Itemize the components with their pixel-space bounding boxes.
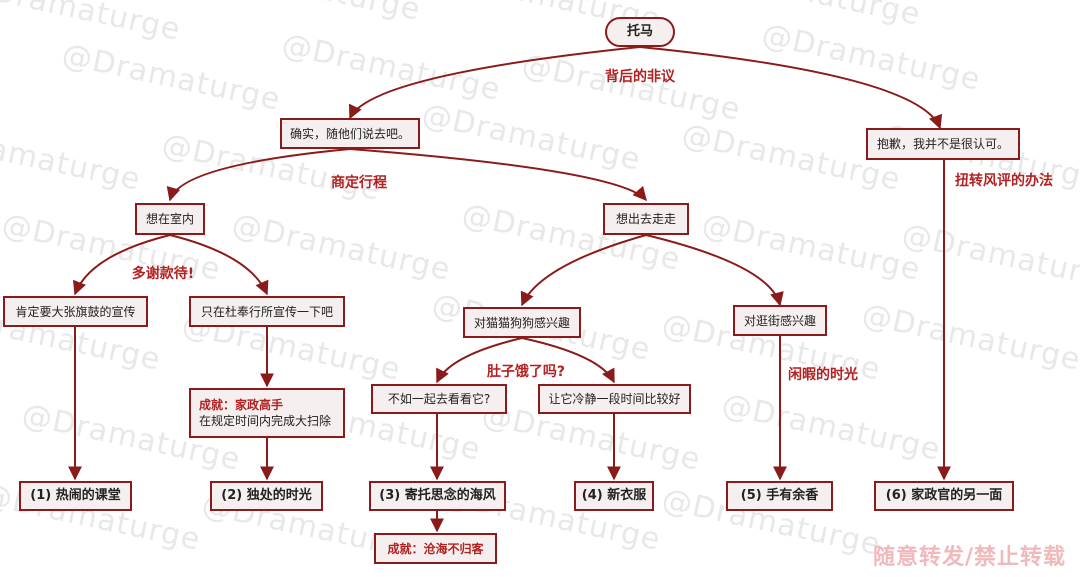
- node-promote-big: 肯定要大张旗鼓的宣传: [3, 296, 148, 327]
- label-hospitality: 多谢款待!: [131, 266, 195, 282]
- footer-copyright-text: 随意转发/禁止转载: [872, 545, 1066, 570]
- node-disagree: 抱歉，我并不是很认可。: [866, 128, 1020, 160]
- label-gossip: 背后的非议: [605, 69, 675, 85]
- edge-agree-indoor: [166, 148, 351, 202]
- edge-cats-calm: [521, 337, 615, 384]
- node-ending-5: (5) 手有余香: [726, 481, 833, 511]
- edge-root-disagree: [639, 46, 943, 130]
- achievement-sea-text: 成就：沧海不归客: [387, 541, 484, 556]
- node-achievement-sea: 成就：沧海不归客: [374, 533, 497, 564]
- node-look-together: 不如一起去看看它?: [371, 384, 507, 414]
- label-hungry: 肚子饿了吗?: [486, 364, 566, 380]
- label-reverse: 扭转风评的办法: [955, 173, 1053, 189]
- edge-indoor-big: [73, 234, 171, 296]
- edge-root-agree: [349, 46, 641, 120]
- node-root: 托马: [605, 17, 675, 47]
- edge-outdoor-shop: [645, 234, 784, 307]
- node-outdoor: 想出去走走: [603, 203, 689, 235]
- edge-agree-outdoor: [349, 148, 647, 202]
- edge-outdoor-cats: [520, 234, 647, 307]
- label-plan: 商定行程: [331, 175, 387, 191]
- node-promote-small: 只在杜奉行所宣传一下吧: [189, 296, 345, 327]
- node-ending-3: (3) 寄托思念的海风: [369, 481, 506, 511]
- node-let-calm: 让它冷静一段时间比较好: [538, 384, 691, 414]
- node-ending-1: (1) 热闹的课堂: [19, 481, 132, 511]
- node-agree: 确实，随他们说去吧。: [280, 118, 420, 149]
- node-ending-4: (4) 新衣服: [574, 481, 654, 511]
- label-leisure: 闲暇的时光: [788, 367, 858, 383]
- achievement-desc: 在规定时间内完成大扫除: [199, 414, 332, 428]
- node-indoor: 想在室内: [135, 203, 205, 235]
- node-achievement-housework: 成就：家政高手 在规定时间内完成大扫除: [189, 388, 345, 438]
- node-cats-dogs: 对猫猫狗狗感兴趣: [463, 307, 581, 338]
- edge-indoor-small: [169, 234, 269, 296]
- edge-cats-look: [436, 337, 523, 384]
- achievement-title: 成就：家政高手: [199, 398, 284, 412]
- node-ending-2: (2) 独处的时光: [210, 481, 323, 511]
- node-ending-6: (6) 家政官的另一面: [874, 481, 1014, 511]
- node-shopping: 对逛街感兴趣: [733, 305, 827, 336]
